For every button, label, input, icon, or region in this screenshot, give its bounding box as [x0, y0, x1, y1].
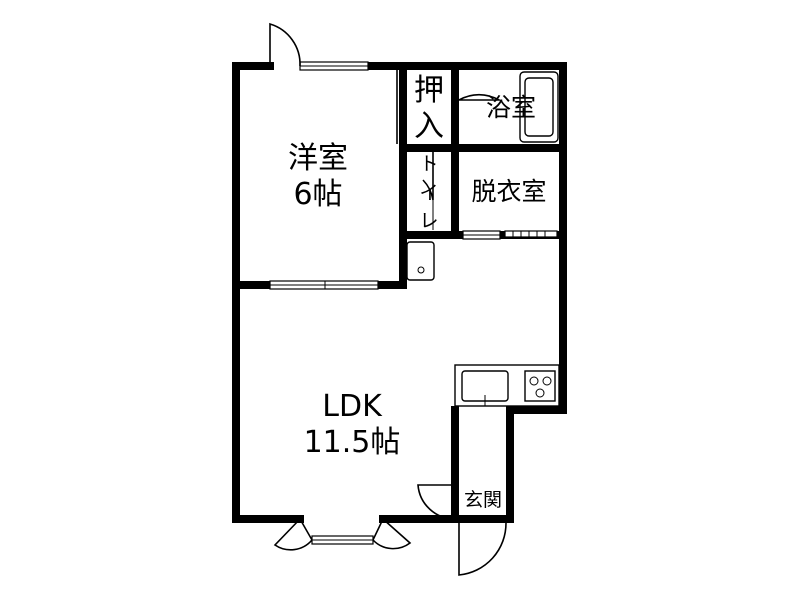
label-western-size: 6帖: [293, 177, 342, 212]
door-swing-entrance-inner: [417, 484, 456, 520]
washbasin: [406, 241, 435, 281]
door-swing-front: [458, 522, 507, 576]
fixtures: [406, 71, 560, 407]
label-toilet-2: イ: [419, 182, 438, 204]
door-swing-top: [269, 22, 301, 67]
windows: [269, 61, 558, 545]
label-entrance: 玄関: [464, 489, 502, 511]
label-storage-2: 入: [414, 109, 444, 144]
label-ldk-size: 11.5帖: [304, 425, 401, 460]
door-swing-bay-left: [273, 518, 313, 551]
label-storage-1: 押: [414, 73, 444, 108]
vent-grille: [504, 230, 558, 238]
label-ldk: LDK: [322, 389, 383, 424]
label-bath: 浴室: [486, 93, 536, 122]
label-toilet-1: ト: [419, 153, 438, 175]
label-dressing: 脱衣室: [471, 177, 546, 206]
room-labels: 洋室 6帖 押 入 浴室 ト イ レ 脱衣室 LDK 11.5帖 玄関: [288, 73, 547, 511]
label-western-room: 洋室: [288, 141, 348, 176]
stove: [524, 370, 556, 402]
door-swing-toilet: [422, 148, 434, 201]
door-swing-bay-right: [372, 518, 412, 550]
doors: [269, 22, 507, 576]
label-toilet-3: レ: [419, 210, 438, 232]
door-swing-bath: [458, 93, 502, 101]
